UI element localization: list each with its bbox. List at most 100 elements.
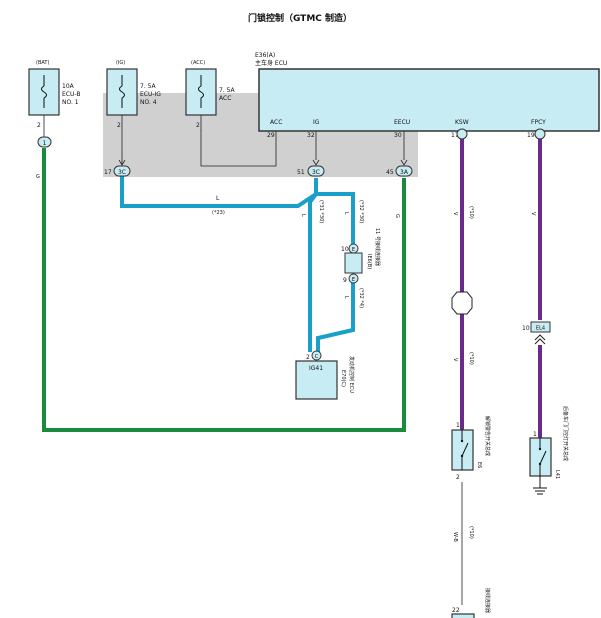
sw2-dot-bot — [538, 462, 542, 466]
connector-45-code: 3A — [400, 169, 409, 176]
ig41-box — [295, 360, 338, 400]
junction-connector-ie6: 10 E 9 E IE6(B) 11 号接线连接器 — [341, 228, 381, 284]
sw1-top-pin: 1 — [456, 422, 460, 429]
sw2-id: L41 — [554, 470, 560, 479]
e-bot-pill — [348, 273, 359, 284]
blue-wire-v3 — [316, 283, 355, 352]
connector-bat-1: 1 G — [36, 136, 52, 180]
ig41-name: 发动机控制 ECU — [348, 356, 355, 393]
ecu-pin-acc-num: 29 — [267, 132, 275, 139]
fuse-bat-rating: 10A — [62, 83, 75, 90]
connector-17-3c: 17 3C — [104, 165, 131, 177]
wire-label-g-left: G — [36, 174, 40, 180]
connector-45-num: 45 — [386, 169, 394, 176]
back-door-courtesy-switch: 1 L41 后备车门门控灯开关总成 — [529, 406, 569, 495]
wire-label-wb-note: (*10) — [468, 526, 474, 539]
el4-chevron-2 — [534, 338, 546, 345]
splice-octagon — [451, 291, 473, 315]
connector-ksw-17: 17 — [456, 128, 468, 140]
fuse-ig-source: (IG) — [116, 60, 125, 66]
ecu-pin-eecu-label: EECU — [394, 119, 410, 126]
wire-label-v3: V — [530, 212, 536, 216]
el4-box — [530, 321, 551, 333]
relay-box — [344, 252, 363, 274]
wire-label-l-v2-note: (*32 *30) — [358, 200, 364, 223]
connector-fpcy-19 — [534, 128, 546, 140]
ecu-name: 主车身 ECU — [255, 59, 287, 67]
fuse-ig-name-2: NO. 4 — [140, 99, 157, 106]
wire-label-l-v3-note: (*32 *4) — [358, 288, 364, 308]
bottom-label: 接线连接器 — [484, 588, 491, 613]
ecu-pin-eecu-num: 30 — [394, 132, 402, 139]
connector-51-code: 3C — [312, 169, 320, 176]
relay-name: 11 号接线连接器 — [374, 228, 381, 266]
wire-label-v1-note: (*10) — [468, 206, 474, 219]
connector-bat-1-label: 1 — [43, 140, 47, 147]
ecu-pin-fpcy-num: 19 — [527, 132, 535, 139]
fuse-ig: (IG) 7. 5A ECU-IG NO. 4 2 — [106, 60, 161, 129]
fuse-bat-pin: 2 — [37, 122, 41, 129]
wire-label-v2-note: (*10) — [468, 352, 474, 365]
sw2-contact-blade — [539, 450, 547, 465]
main-body-ecu: E36(A) 主车身 ECU ACC IG EECU KSW FPCY 29 3… — [255, 52, 600, 139]
ecu-pin-ig-num: 32 — [307, 132, 315, 139]
c2-code: C — [315, 354, 319, 360]
ig41-id: E70(C) — [340, 370, 346, 387]
connector-51-3c: 51 3C — [297, 165, 325, 177]
ecu-pin-acc-label: ACC — [270, 119, 282, 126]
blue-wire-v1 — [308, 192, 318, 352]
e-top-code: E — [352, 247, 355, 253]
wire-label-v1: V — [452, 212, 458, 216]
sw1-contact-blade — [461, 442, 469, 457]
wire-label-l-v2: L — [343, 212, 349, 215]
e-bot-num: 9 — [343, 277, 347, 284]
ecu-pin-fpcy-label: FPCY — [531, 119, 546, 126]
connector-fpcy-box — [534, 128, 546, 140]
el4-chevron-1 — [534, 334, 546, 341]
fuse-acc: (ACC) 7. 5A ACC 2 — [185, 60, 235, 129]
fuse-acc-pin: 2 — [196, 122, 200, 129]
sw1-name: 解锁警告开关总成 — [484, 416, 491, 456]
wire-label-l-v1: L — [300, 214, 306, 217]
ecu-pin-ksw-num: 17 — [451, 132, 459, 139]
fuse-ig-name-1: ECU-IG — [140, 91, 161, 98]
el4-num: 10 — [522, 325, 530, 332]
sw2-name: 后备车门门控灯开关总成 — [562, 406, 569, 461]
connector-51-num: 51 — [297, 169, 305, 176]
fuse-bat-name-1: ECU-B — [62, 91, 80, 98]
fuse-bat-source: (BAT) — [36, 60, 49, 66]
bottom-junction-connector: 22 接线连接器 — [451, 588, 491, 618]
wire-label-l-v1-note: (*31 *30) — [318, 200, 324, 223]
arrow-45 — [400, 159, 408, 166]
connector-51-box — [307, 165, 325, 177]
page-title: 门锁控制（GTMC 制造） — [248, 12, 352, 24]
fuse-ig-rating: 7. 5A — [140, 83, 156, 90]
bottom-box — [451, 613, 475, 618]
wire-label-v2: V — [452, 358, 458, 362]
wire-label-wb: W-B — [452, 532, 458, 542]
connector-45-3a: 45 3A — [386, 165, 413, 177]
blue-wires — [120, 176, 355, 352]
connector-ksw-box — [456, 128, 468, 140]
c2-pill — [311, 350, 322, 361]
sw2-top-pin: 1 — [533, 431, 537, 438]
purple-wires — [460, 137, 542, 438]
relay-id: IE6(B) — [366, 254, 372, 269]
sw1-bot-pin: 2 — [456, 474, 460, 481]
ecu-pin-ksw-label: KSW — [455, 119, 469, 126]
connector-17-code: 3C — [118, 169, 126, 176]
connector-17-num: 17 — [104, 169, 112, 176]
e-top-num: 10 — [341, 246, 349, 253]
fuse-ig-symbol — [119, 75, 125, 108]
wire-label-l-main-note: (*23) — [212, 210, 225, 216]
ecu-id: E36(A) — [255, 52, 275, 59]
connector-45-box — [395, 165, 413, 177]
connector-bat-1-box — [37, 136, 52, 148]
fuse-acc-source: (ACC) — [191, 60, 205, 66]
ecu-box — [258, 68, 600, 132]
fuse-bat: (BAT) 10A ECU-B NO. 1 2 — [28, 60, 80, 129]
sw2-dot-top — [538, 447, 542, 451]
bottom-num: 22 — [452, 607, 460, 614]
fuse-bat-name-2: NO. 1 — [62, 99, 79, 106]
